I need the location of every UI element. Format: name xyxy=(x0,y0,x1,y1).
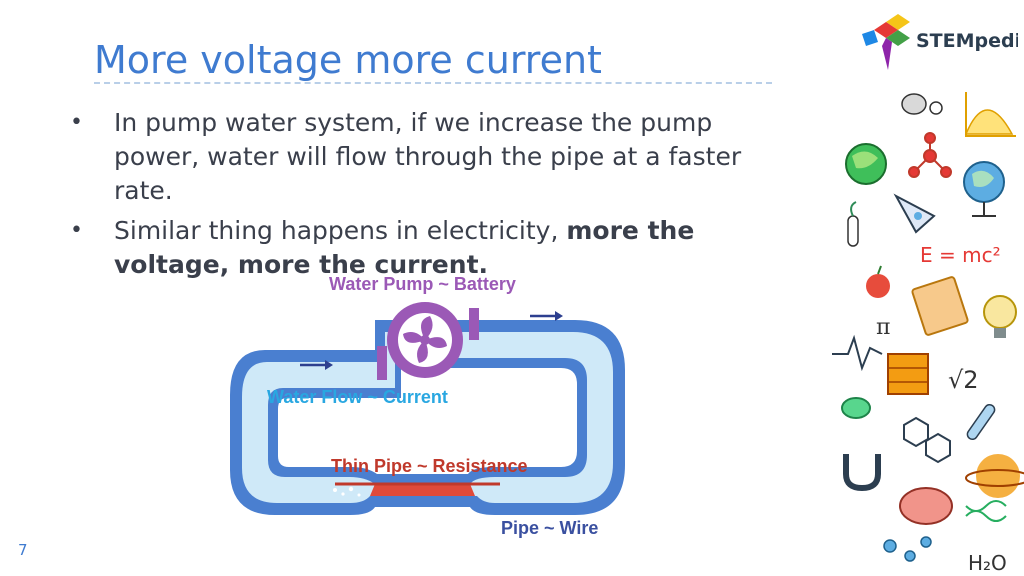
bullet-text-plain: Similar thing happens in electricity, xyxy=(114,216,567,245)
formula-pi: π xyxy=(876,315,890,340)
bacteria-icon xyxy=(901,93,943,115)
brain-icon xyxy=(899,487,953,525)
planet-icon xyxy=(965,454,1024,498)
hexagon-molecule-icon xyxy=(903,416,951,464)
bullet-item: • In pump water system, if we increase t… xyxy=(70,106,790,208)
science-doodles-decoration: E = mc² π √2 H₂O xyxy=(832,92,1024,575)
magnet-icon xyxy=(843,454,881,492)
thermometer-icon xyxy=(966,403,996,441)
slide-title: More voltage more current xyxy=(94,38,602,82)
rocket-icon xyxy=(893,193,936,234)
heartbeat-icon xyxy=(832,334,883,372)
label-thin-pipe: Thin Pipe ~ Resistance xyxy=(331,456,528,476)
water-bubble xyxy=(357,493,361,497)
book-icon xyxy=(911,276,969,336)
water-bubble xyxy=(333,488,337,492)
pump-fan-icon xyxy=(403,316,447,363)
pump-inlet-flange xyxy=(377,346,387,380)
title-divider xyxy=(94,82,772,84)
test-tube-plant-icon xyxy=(847,201,859,247)
flow-arrow-left-head xyxy=(325,360,333,370)
formula-sqrt2: √2 xyxy=(948,366,979,394)
label-water-pump: Water Pump ~ Battery xyxy=(329,274,516,294)
formula-h2o: H₂O xyxy=(968,551,1007,575)
label-pipe-wire: Pipe ~ Wire xyxy=(501,518,598,538)
bullet-text: In pump water system, if we increase the… xyxy=(114,108,742,205)
abacus-icon xyxy=(887,353,929,395)
lightbulb-icon xyxy=(983,295,1017,338)
bullet-text-bold: more the voltage, more the current. xyxy=(114,216,695,279)
dna-icon xyxy=(965,500,1007,522)
thin-pipe-section xyxy=(370,484,475,496)
water-bubble xyxy=(341,492,345,496)
pump-outlet-flange xyxy=(469,308,479,340)
logo-mark-purple xyxy=(882,38,892,70)
logo-text: STEMpedia xyxy=(916,30,1018,52)
bullet-item: • Similar thing happens in electricity, … xyxy=(70,214,790,282)
atom-chain-icon xyxy=(883,536,932,562)
graph-doodle-icon xyxy=(964,92,1016,137)
formula-emc2: E = mc² xyxy=(920,243,1001,267)
bullet-text: Similar thing happens in electricity, mo… xyxy=(114,214,790,282)
water-bubble xyxy=(348,486,354,492)
pipe-loop-center xyxy=(278,368,577,474)
page-number: 7 xyxy=(18,541,28,559)
logo-mark-blue xyxy=(862,30,878,46)
stempedia-logo: STEMpedia xyxy=(862,14,1018,70)
globe-icon xyxy=(845,143,887,185)
bullet-marker: • xyxy=(70,110,83,135)
apple-icon xyxy=(866,265,890,298)
flow-arrow-right-head xyxy=(555,311,563,321)
label-water-flow: Water Flow ~ Current xyxy=(267,387,448,407)
water-pump-diagram: Water Pump ~ Battery Water Flow ~ Curren… xyxy=(230,274,625,538)
bullet-marker: • xyxy=(70,218,83,243)
earth-globe-icon xyxy=(963,161,1005,217)
molecule-icon xyxy=(908,132,952,178)
bullet-list: • In pump water system, if we increase t… xyxy=(70,106,790,288)
pill-icon xyxy=(841,397,871,419)
